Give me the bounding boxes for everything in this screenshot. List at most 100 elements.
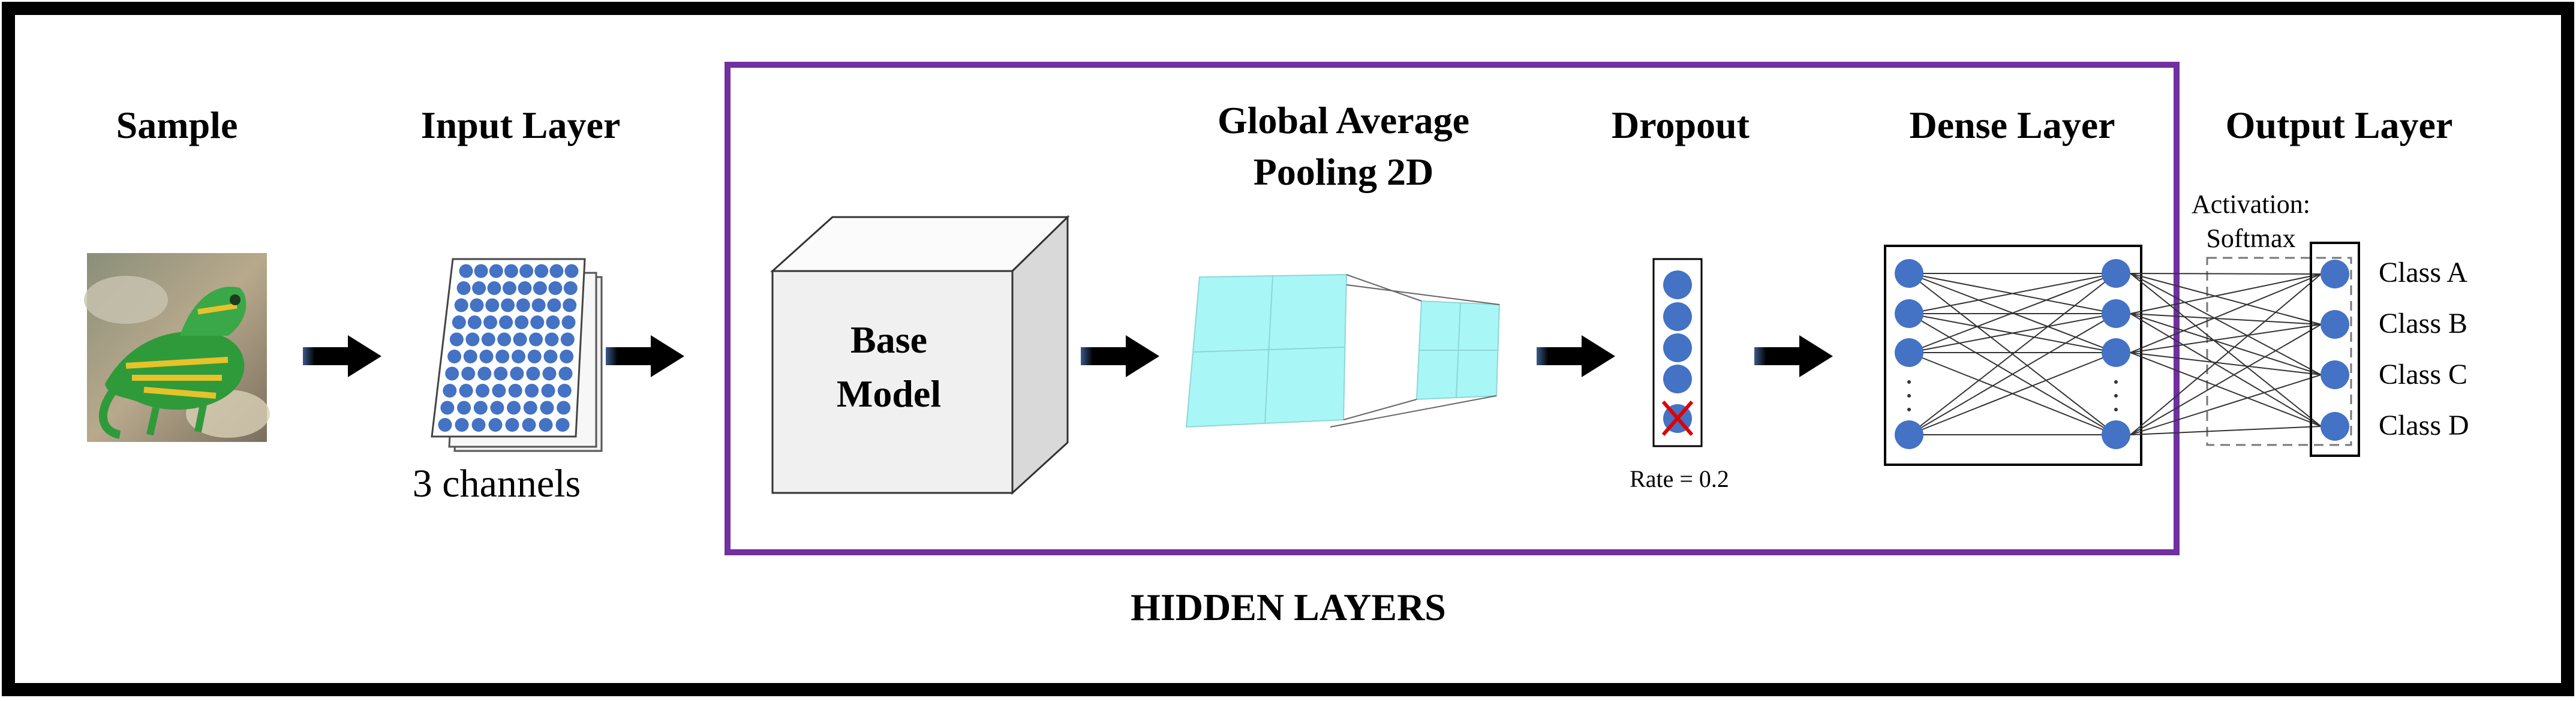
input-pixel-dot (457, 401, 471, 415)
input-pixel-dot (470, 298, 484, 312)
input-pixel-dot (558, 366, 573, 381)
class-label: Class A (2379, 257, 2467, 288)
input-pixel-dot (542, 366, 557, 381)
input-pixel-dot (507, 401, 521, 415)
input-pixel-dot (531, 298, 546, 312)
output-node (2320, 260, 2349, 288)
output-edge (2130, 273, 2322, 325)
input-layer-title: Input Layer (421, 104, 621, 146)
input-pixel-dot (543, 350, 558, 363)
input-pixel-dot (459, 384, 473, 398)
output-layer: Activation: Softmax Class A Class B Clas… (2130, 189, 2469, 457)
hidden-layers-label: HIDDEN LAYERS (1131, 586, 1446, 628)
input-pixel-dot (479, 350, 494, 363)
input-pixel-dot (443, 384, 457, 398)
input-pixel-dot (516, 298, 530, 312)
input-pixel-dot (561, 315, 576, 329)
input-pixel-dot (527, 350, 542, 363)
dense-edge (1908, 313, 2117, 353)
input-pixel-dot (488, 418, 503, 432)
arrow-gap-to-dropout (1537, 335, 1615, 377)
input-pixel-dot (547, 298, 561, 312)
input-pixel-dot (452, 315, 466, 329)
dense-layer-title: Dense Layer (1909, 104, 2115, 146)
dense-edge (1908, 273, 2117, 314)
input-pixel-dot (510, 366, 524, 381)
input-pixel-dot (530, 315, 545, 329)
arrow-dropout-to-dense (1754, 335, 1833, 377)
input-pixel-dot (477, 366, 492, 381)
input-pixel-dot (465, 332, 480, 347)
input-pixel-dot (560, 332, 575, 347)
input-pixel-dot (474, 264, 488, 278)
dropout-title: Dropout (1612, 104, 1750, 146)
input-pixel-dot (473, 401, 488, 415)
output-edge (2130, 273, 2322, 375)
input-pixel-dot (461, 366, 476, 381)
input-pixel-dot (557, 384, 572, 398)
input-pixel-dot (492, 384, 506, 398)
input-pixel-dot (549, 264, 564, 278)
output-edge (2130, 313, 2322, 427)
output-nodes (2320, 260, 2349, 441)
dense-node (1895, 299, 1923, 328)
input-pixel-dot (454, 298, 468, 312)
input-pixel-dot (449, 332, 464, 347)
dropout-layer: Rate = 0.2 (1630, 258, 1729, 492)
input-pixel-dot (438, 418, 452, 432)
output-edge (2130, 324, 2322, 353)
dense-nodes (1895, 259, 2130, 449)
output-node (2320, 310, 2349, 339)
sample-image (84, 253, 270, 442)
input-pixel-dot (503, 281, 516, 295)
arrow-input-to-base (606, 335, 684, 377)
dense-layer (1884, 245, 2142, 466)
base-model-label-line2: Model (837, 372, 941, 415)
input-pixel-dot (459, 264, 473, 278)
output-edge (2130, 374, 2322, 435)
input-pixel-dot (513, 332, 527, 347)
output-edge (2130, 273, 2322, 427)
softmax-dashed-box (2206, 257, 2352, 446)
arrow-sample-to-input (303, 335, 381, 377)
dense-node (1895, 338, 1923, 367)
input-pixel-dot (487, 281, 501, 295)
dense-edge (1908, 273, 2117, 435)
dense-node (2102, 259, 2130, 288)
input-pixel-dot (445, 366, 459, 381)
input-pixel-dot (501, 298, 515, 312)
input-pixel-dot (563, 298, 577, 312)
class-label: Class C (2379, 359, 2467, 390)
base-model-cube: Base Model (770, 215, 1070, 495)
input-pixel-dot (467, 315, 482, 329)
input-pixel-dot (529, 332, 543, 347)
input-pixel-dot (494, 366, 508, 381)
input-channels-label: 3 channels (413, 462, 581, 506)
dropout-rate-label: Rate = 0.2 (1630, 465, 1729, 492)
arrow-base-to-gap (1081, 335, 1159, 377)
output-connections (2130, 273, 2322, 435)
base-model-label-line1: Base (850, 318, 927, 361)
input-pixel-dot (440, 401, 455, 415)
input-pixel-dot (485, 298, 500, 312)
input-pixel-dot (489, 264, 503, 278)
dense-ellipsis (1907, 380, 2118, 411)
output-node (2320, 360, 2349, 389)
global-average-pooling (1185, 273, 1501, 428)
dense-node (2102, 420, 2130, 449)
input-pixel-dot (515, 315, 529, 329)
dropout-node (1663, 270, 1692, 299)
output-edge (2130, 273, 2322, 275)
flow-arrows (303, 335, 1833, 377)
input-pixel-dot (471, 418, 486, 432)
input-pixel-dot (545, 332, 559, 347)
input-pixel-grid (438, 264, 579, 432)
input-pixel-dot (455, 418, 469, 432)
gap-title-line1: Global Average (1218, 99, 1469, 142)
input-pixel-dot (533, 281, 547, 295)
output-edge (2130, 273, 2322, 435)
input-pixel-dot (522, 418, 536, 432)
